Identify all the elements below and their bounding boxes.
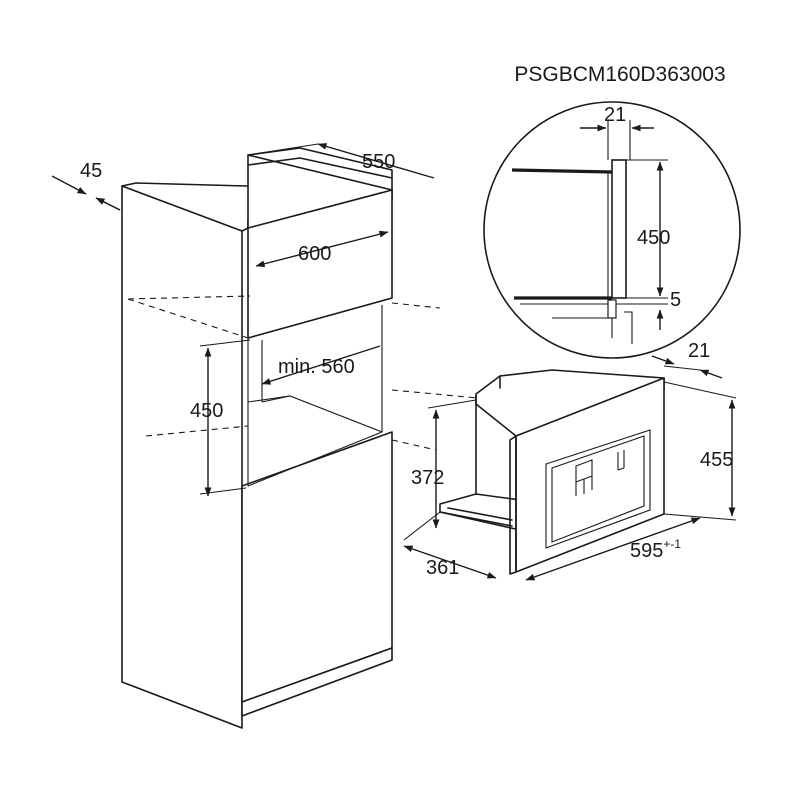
label-front-height: 455	[700, 449, 733, 471]
tall-cabinet	[121, 147, 393, 729]
cabinet-side-panel	[121, 185, 243, 729]
label-cabinet-width: 600	[298, 243, 331, 265]
dimension-lines	[51, 143, 737, 581]
label-niche-height: 450	[190, 400, 223, 422]
detail-view: 21 450 5	[483, 101, 741, 359]
label-front-width: 595+-1	[630, 537, 681, 562]
dimension-labels: 45 550 600 min. 560 450 372 361 595+-1 4…	[80, 151, 733, 579]
label-niche-min-depth: min. 560	[278, 356, 355, 378]
detail-label-height: 450	[637, 227, 670, 249]
label-cabinet-depth: 550	[362, 151, 395, 173]
detail-front-panel	[611, 159, 627, 299]
cabinet-plinth	[241, 647, 393, 717]
label-cabinet-side-depth: 45	[80, 160, 102, 182]
milk-spout	[617, 450, 625, 471]
front-width-tolerance: +-1	[663, 537, 681, 551]
label-body-depth: 361	[426, 557, 459, 579]
label-front-thickness: 21	[688, 340, 710, 362]
label-body-height: 372	[411, 467, 444, 489]
front-width-value: 595	[630, 540, 663, 562]
product-code: PSGBCM160D363003	[514, 63, 725, 86]
detail-label-gap: 5	[670, 289, 681, 311]
detail-label-thickness: 21	[604, 104, 626, 126]
